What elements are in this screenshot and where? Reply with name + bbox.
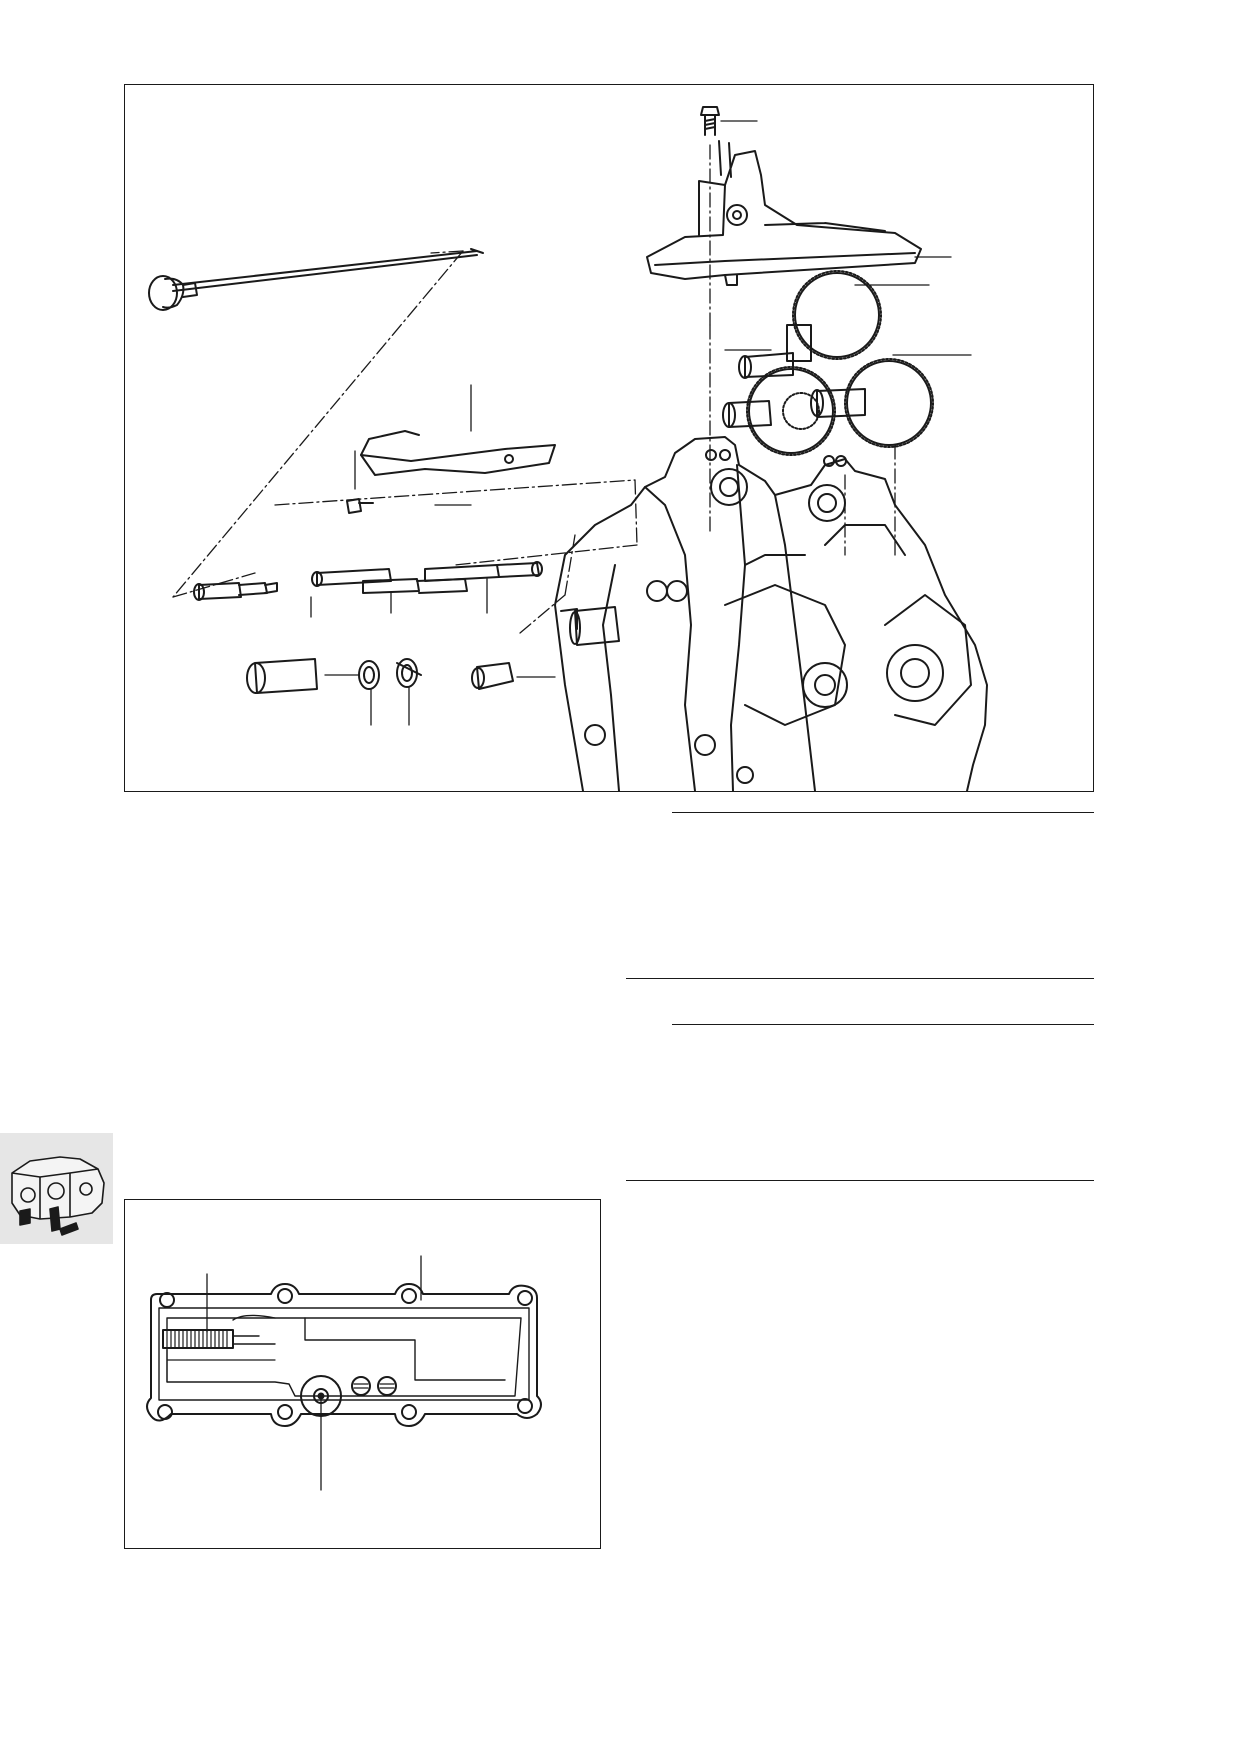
top-cover-housing-part xyxy=(646,140,952,286)
section-rule-4 xyxy=(626,1180,1094,1181)
bolt-holes xyxy=(157,1288,533,1420)
washer-part xyxy=(358,660,380,726)
chapter-side-tab xyxy=(0,1133,113,1244)
cover-plate-figure xyxy=(124,1199,601,1549)
callout-lines xyxy=(206,1255,422,1491)
spline-gear-element xyxy=(162,1314,276,1349)
dipstick-part xyxy=(148,248,484,311)
shaft-middle-part xyxy=(311,568,468,594)
exploded-view-figure xyxy=(124,84,1094,792)
middle-left-gear-part xyxy=(722,349,836,456)
bushing-part xyxy=(246,658,360,694)
section-rule-2 xyxy=(626,978,1094,979)
shaft-right-part xyxy=(424,561,543,582)
section-rule-1 xyxy=(672,812,1094,813)
shaft-callout-lines xyxy=(310,578,488,618)
upper-gear-part xyxy=(738,270,930,379)
circlip-part xyxy=(396,658,422,726)
small-screw-part xyxy=(346,450,374,514)
middle-right-gear-part xyxy=(810,354,972,448)
cover-bolt-part xyxy=(700,106,758,136)
gearbox-housing-part xyxy=(554,436,988,792)
assembly-guide-lines xyxy=(172,144,896,634)
cone-part xyxy=(471,662,556,690)
gearbox-exploded-view-diagram xyxy=(148,106,988,792)
gearbox-thumbnail-icon xyxy=(11,1156,105,1236)
shaft-left-part xyxy=(193,582,278,601)
cover-plate-diagram xyxy=(146,1255,542,1491)
oil-guide-plate-part xyxy=(360,384,556,506)
section-rule-3 xyxy=(672,1024,1094,1025)
plate-outline xyxy=(146,1283,542,1427)
